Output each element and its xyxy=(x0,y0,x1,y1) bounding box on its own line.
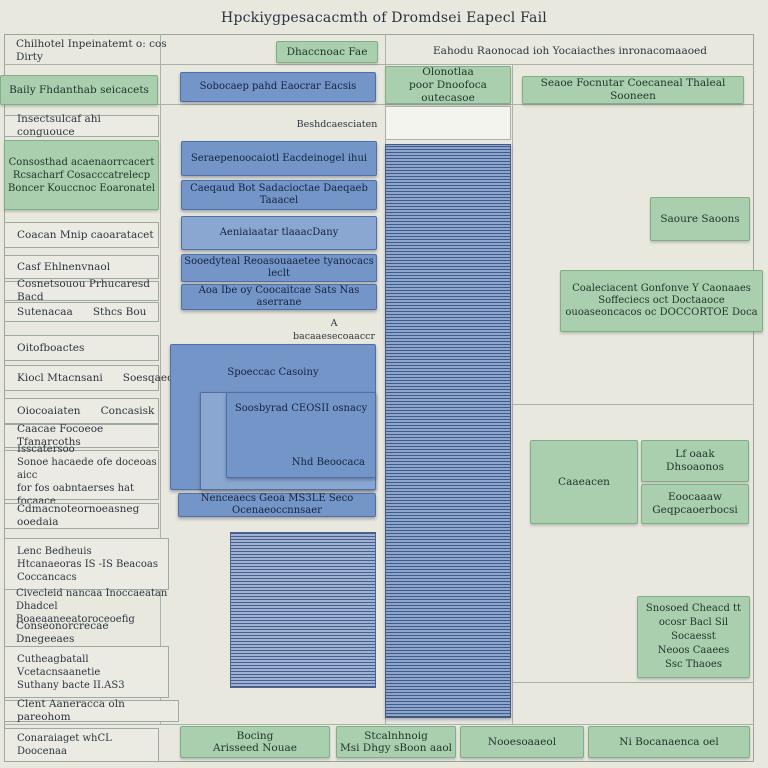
right-block: Caaeacen xyxy=(530,440,638,524)
footer-tag: Stcalnhnoig Msi Dhgy sBoon aaol xyxy=(336,726,456,758)
right-lower-tag: Snosoed Cheacd tt ocosr Bacl Sil Socaess… xyxy=(637,596,750,678)
blue-item: Aoa Ibe oy Coocaitcae Sats Nas aserrane xyxy=(181,284,377,310)
left-item: Cosnetsouou Prhucaresd Bacd xyxy=(4,278,159,303)
center-top-tag-text: Olonotlaa poor Dnoofoca outecasoe xyxy=(409,65,487,104)
blue-bottom-bar: Nenceaecs Geoa MS3LE Seco Ocenaeoccnnsae… xyxy=(178,493,376,517)
footer-tag: Nooesoaaeol xyxy=(460,726,584,758)
right-block-bottom-text: Eoocaaaw Geqpcaoerbocsi xyxy=(652,491,738,516)
left-item: Civecleid nancaa Inoccaeatan Dhadcel Boa… xyxy=(16,587,168,625)
left-item: Cutheagbatall Vcetacnsaanetie Suthany ba… xyxy=(4,646,169,698)
left-item: Lenc Bedheuis Htcanaeoras IS -IS Beacoas… xyxy=(4,538,169,590)
divider xyxy=(4,724,754,725)
divider xyxy=(4,64,754,65)
right-big-tag: Coaleciacent Gonfonve Y Caonaaes Soffeci… xyxy=(560,270,763,332)
blue-top-tag: Sobocaep pahd Eaocrar Eacsis xyxy=(180,72,376,102)
center-data-strip xyxy=(385,144,511,718)
left-item-group-text: Consosthad acaenaorrcacert Rcsacharf Cos… xyxy=(7,156,155,194)
nested-outer-label: Spoeccac Casoiny xyxy=(227,367,319,378)
left-item: Casf Ehlnenvnaol xyxy=(4,255,159,279)
left-item: Conseonorcrecae Dnegeeaes xyxy=(16,620,109,645)
right-status-tag: Saoure Saoons xyxy=(650,197,750,241)
left-item: Isscatersoo Sonoe hacaede ofe doceoas ai… xyxy=(4,444,159,507)
footer-left-text: Conaraiaget whCL Doocenaa xyxy=(17,733,112,757)
right-block-top: Lf oaak Dhsoaonos xyxy=(641,440,749,482)
header-left-label: Chilhotel Inpeinatemt o: cos Dirty xyxy=(16,38,167,63)
footer-tag-text: Stcalnhnoig Msi Dhgy sBoon aaol xyxy=(339,730,453,754)
right-block-bottom: Eoocaaaw Geqpcaoerbocsi xyxy=(641,484,749,524)
header-right-label: Eahodu Raonocad ioh Yocaiacthes inronaco… xyxy=(433,44,707,57)
divider xyxy=(4,104,754,105)
divider xyxy=(160,34,161,724)
blue-item: Sooedyteal Reoasouaaetee tyanocacs leclt xyxy=(181,254,377,282)
blue-item: Aeniaiaatar tlaaacDany xyxy=(181,216,377,250)
footer-tag-text: Bocing Arisseed Nouae xyxy=(213,730,297,754)
left-item: Clent Aaneracca oln pareohom xyxy=(4,698,179,723)
nested-inner-label: Soosbyrad CEOSII osnacy xyxy=(234,403,368,414)
right-lower-tag-text: Snosoed Cheacd tt ocosr Bacl Sil Socaess… xyxy=(645,603,742,670)
nested-inner-block: Soosbyrad CEOSII osnacy Nhd Beoocaca xyxy=(226,392,376,478)
blue-side-note: Beshdcaesciaten xyxy=(296,118,378,130)
left-item: Kiocl Mtacnsani Soesqaecup xyxy=(4,365,186,391)
left-item: Caacae Focoeoe Tfanarcoths xyxy=(4,423,159,448)
center-top-tag: Olonotlaa poor Dnoofoca outecasoe xyxy=(385,66,511,104)
center-white-panel xyxy=(385,106,511,140)
left-top-tag: Baily Fhdanthab seicacets xyxy=(0,75,158,105)
left-item: Cdmacnoteornoeasneg ooedaia xyxy=(4,503,159,529)
footer-left-label: Conaraiaget whCL Doocenaa xyxy=(4,728,159,762)
right-top-tag: Seaoe Focnutar Coecaneal Thaleal Sooneen xyxy=(522,76,744,104)
divider xyxy=(512,404,754,405)
left-item: Sutenacaa Sthcs Bou xyxy=(4,302,159,322)
left-item-group: Consosthad acaenaorrcacert Rcsacharf Cos… xyxy=(4,140,159,210)
right-block-top-text: Lf oaak Dhsoaonos xyxy=(666,448,724,473)
blue-item: Caeqaud Bot Sadacioctae Daeqaeb Taaacel xyxy=(181,180,377,210)
divider xyxy=(512,682,754,683)
blue-item: Seraepenoocaiotl Eacdeinogel ihui xyxy=(181,141,377,176)
header-center-tag: Dhaccnoac Fae xyxy=(276,41,378,63)
lower-data-table xyxy=(230,532,376,688)
left-item: Coacan Mnip caoaratacet xyxy=(4,222,159,248)
blue-note: A bacaaesecoaaccr xyxy=(292,318,376,342)
right-big-tag-text: Coaleciacent Gonfonve Y Caonaaes Soffeci… xyxy=(565,283,758,318)
left-item: Oitofboactes xyxy=(4,335,159,361)
footer-tag: Ni Bocanaenca oel xyxy=(588,726,750,758)
footer-tag: Bocing Arisseed Nouae xyxy=(180,726,330,758)
left-item: Insectsulcaf ahi conguouce xyxy=(4,113,159,138)
divider xyxy=(512,64,513,724)
nested-footer-label: Nhd Beoocaca xyxy=(291,457,365,468)
left-item: Oiocoaiaten Concasisk xyxy=(4,398,159,424)
page-title: Hpckiygpesacacmth of Dromdsei Eapecl Fai… xyxy=(221,10,547,26)
